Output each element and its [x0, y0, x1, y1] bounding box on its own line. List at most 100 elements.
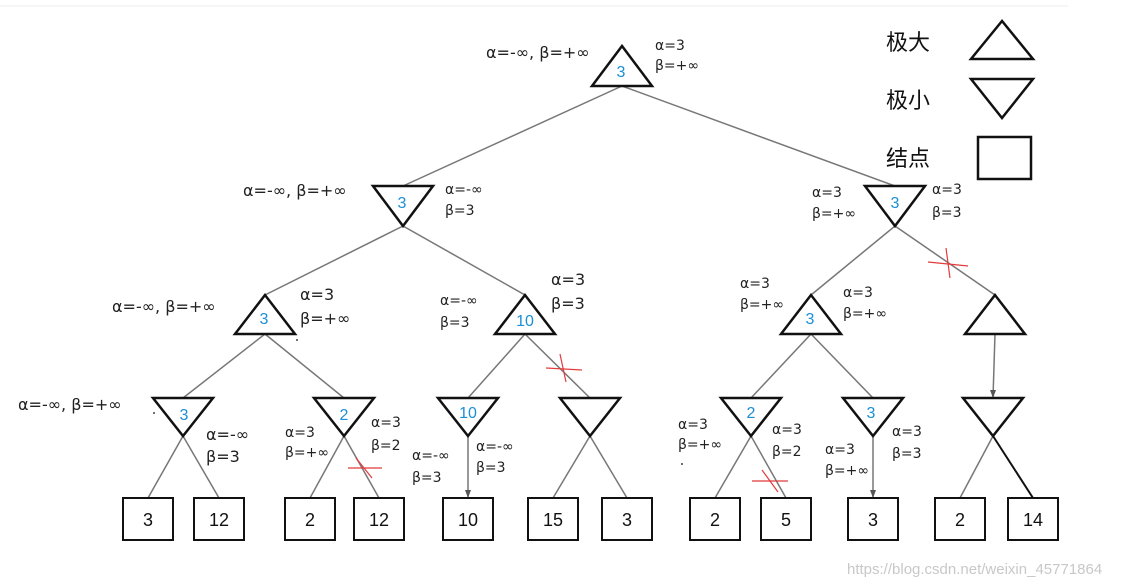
edge-R-RR	[894, 225, 996, 296]
legend-leaf-box	[976, 135, 1033, 181]
max-node-triangle	[492, 292, 558, 336]
node-RRL	[960, 396, 1026, 439]
edge-LR-LRL	[467, 333, 526, 399]
tree-nodes: 3 3 3 3 10 3 3	[150, 43, 1028, 439]
edge-LR-LRR	[524, 333, 591, 399]
leaf-box	[527, 497, 579, 541]
alpha-beta-labels: α=-∞, β=+∞ α=3 β=+∞ α=-∞, β=+∞ α=-∞ β=3 …	[18, 38, 962, 486]
ab-label: α=3	[825, 442, 855, 458]
edge-RLL-leaf8	[714, 435, 752, 499]
leaf-box	[601, 497, 653, 541]
edge-L-LR	[402, 225, 526, 296]
ab-label: β=+∞	[843, 306, 887, 322]
leaf-value: 2	[305, 510, 315, 530]
min-node-triangle	[150, 396, 216, 439]
ab-label: β=+∞	[825, 463, 869, 479]
edge-LL-LLR	[264, 333, 345, 399]
node-value: 3	[867, 405, 876, 422]
leaf-value: 3	[622, 510, 632, 530]
node-value: 3	[398, 195, 407, 212]
edge-root-R	[621, 85, 896, 187]
leaf-box	[847, 497, 899, 541]
leaf-value: 2	[955, 510, 965, 530]
leaf-value: 10	[458, 510, 478, 530]
ab-label: α=3	[843, 285, 873, 301]
edge-RLL-leaf9	[750, 435, 787, 499]
ab-label: α=3	[655, 38, 685, 54]
leaf-box	[442, 497, 494, 541]
node-L: 3	[370, 184, 436, 229]
leaf-box	[1007, 497, 1059, 541]
node-RLR: 3	[840, 396, 906, 439]
node-RLL: 2	[718, 396, 784, 439]
ab-label: α=3	[285, 425, 315, 441]
ab-label: α=-∞	[412, 448, 450, 464]
ab-label: α=3	[932, 182, 962, 198]
max-node-triangle	[589, 43, 655, 88]
min-node-triangle	[370, 184, 436, 229]
ab-label: α=-∞, β=+∞	[18, 395, 122, 414]
leaf-value: 12	[369, 510, 389, 530]
min-node-triangle	[840, 396, 906, 439]
leaf-box	[353, 497, 405, 541]
ab-label: β=+∞	[812, 206, 856, 222]
edge-root-L	[402, 85, 623, 187]
legend-max-triangle	[968, 19, 1036, 61]
legend-leaf-label: 结点	[886, 147, 930, 172]
stray-dot	[681, 463, 683, 465]
ab-label: β=+∞	[678, 437, 722, 453]
leaf-box	[284, 497, 336, 541]
node-value: 2	[747, 405, 756, 422]
node-LLR: 2	[311, 396, 377, 439]
leaf-value: 2	[710, 510, 720, 530]
legend-min-label: 极小	[886, 89, 930, 114]
node-value: 3	[180, 407, 189, 424]
edge-LRR-leaf7	[589, 435, 628, 499]
ab-label: β=3	[440, 315, 470, 331]
ab-label: β=2	[371, 438, 401, 454]
max-node-triangle	[962, 292, 1028, 336]
cut-mark-R-RR	[927, 247, 969, 279]
ab-label: α=-∞	[476, 439, 514, 455]
edge-RR-RRL	[992, 333, 996, 399]
ab-label: α=-∞	[206, 425, 249, 444]
leaf-value: 5	[781, 510, 791, 530]
ab-label: α=3	[772, 422, 802, 438]
leaf-box	[193, 497, 245, 541]
ab-label: α=3	[300, 285, 334, 304]
node-LR: 10	[492, 292, 558, 336]
edge-LLR-leaf3	[309, 435, 345, 499]
node-value: 3	[260, 311, 269, 328]
ab-label: β=2	[772, 444, 802, 460]
min-node-triangle	[718, 396, 784, 439]
leaf-value: 15	[543, 510, 563, 530]
stray-dot	[296, 339, 298, 341]
node-LL: 3	[232, 292, 298, 336]
leaf-value: 3	[143, 510, 153, 530]
min-node-triangle	[557, 396, 623, 439]
min-node-triangle	[311, 396, 377, 439]
min-node-triangle	[960, 396, 1026, 439]
edge-RRL-leaf11	[959, 435, 994, 499]
edge-LLL-leaf1	[147, 435, 184, 499]
leaf-box	[122, 497, 174, 541]
node-root: 3	[589, 43, 655, 88]
ab-label: α=3	[371, 415, 401, 431]
node-value: 3	[891, 195, 900, 212]
ab-label: α=-∞, β=+∞	[243, 181, 347, 200]
ab-label: α=-∞, β=+∞	[486, 43, 590, 62]
node-value: 3	[806, 311, 815, 328]
ab-label: β=+∞	[285, 445, 329, 461]
cut-mark-LR-LRR	[545, 353, 583, 383]
ab-label: β=3	[412, 470, 442, 486]
edge-LRR-leaf6	[552, 435, 591, 499]
node-value: 3	[617, 64, 626, 81]
node-value: 10	[459, 405, 477, 422]
edge-RL-RLR	[810, 333, 874, 399]
edge-R-RL	[810, 225, 896, 296]
leaf-box	[760, 497, 812, 541]
ab-label: β=3	[206, 447, 240, 466]
ab-label: β=+∞	[655, 58, 699, 74]
pruning-marks	[348, 247, 969, 493]
